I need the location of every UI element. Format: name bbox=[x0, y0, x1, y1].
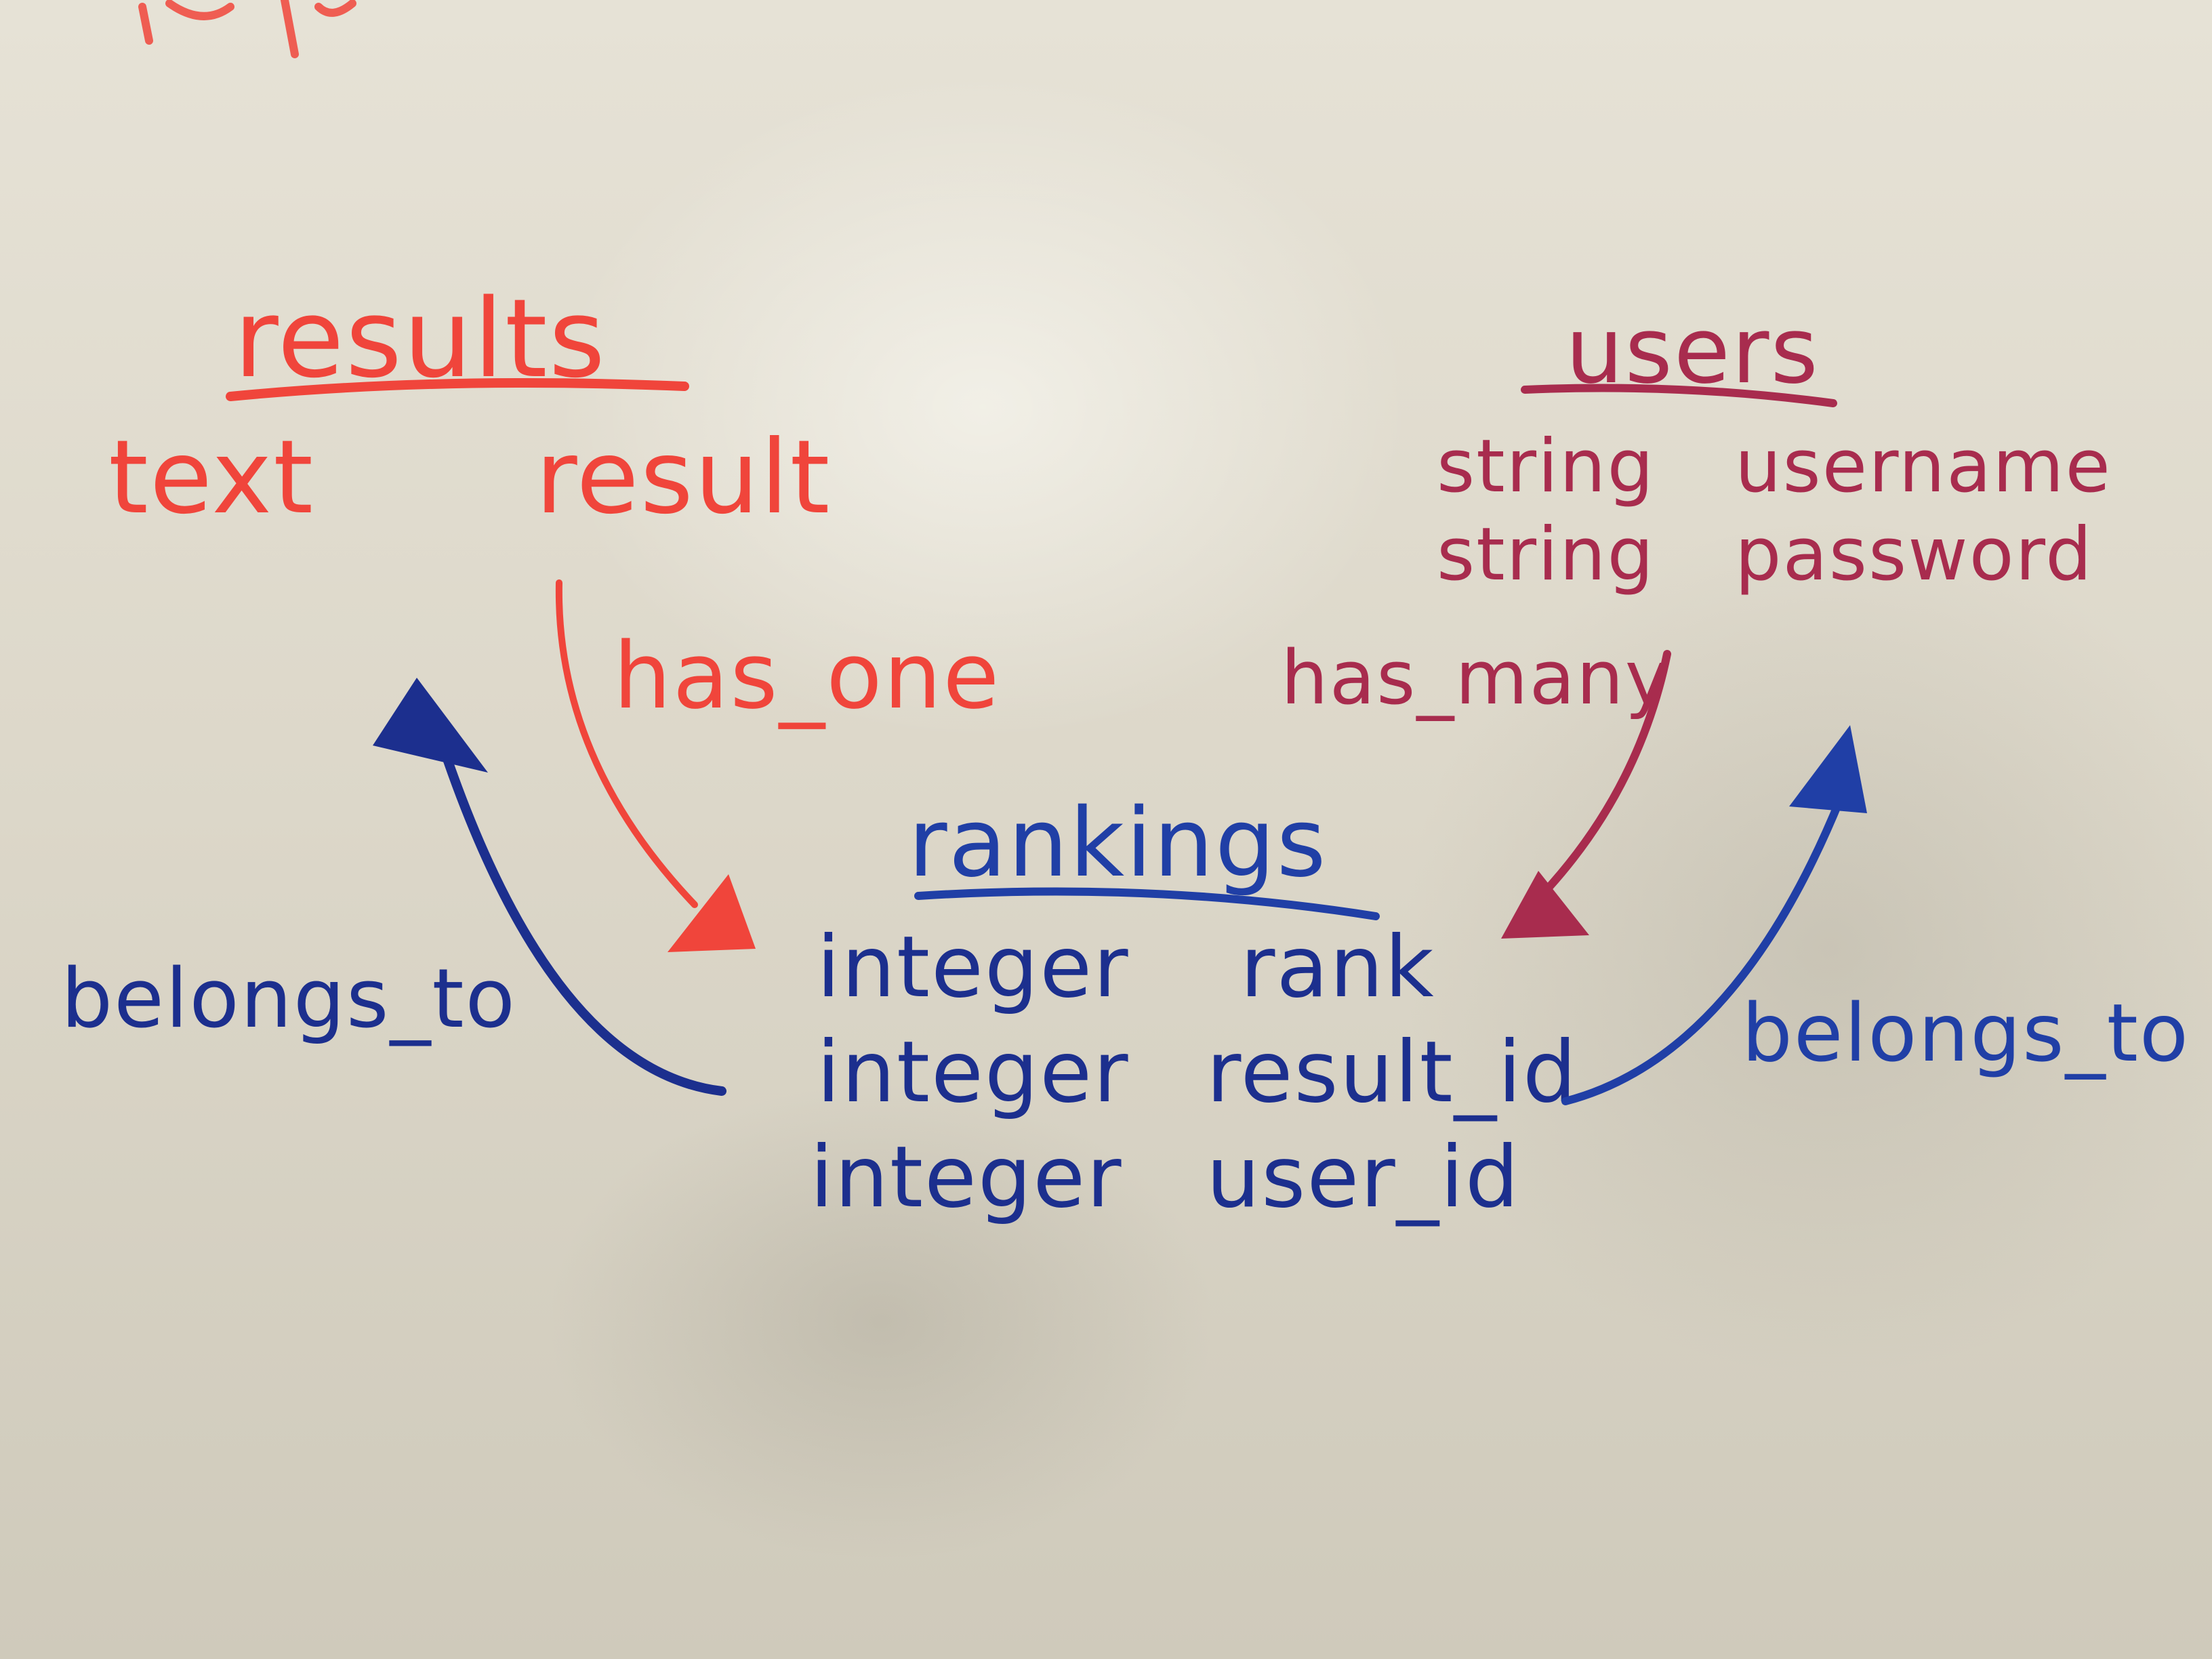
belongs-to-right-arrow-line bbox=[1561, 796, 1844, 1105]
has-one-arrow-line bbox=[555, 579, 698, 908]
rankings-title-underline bbox=[914, 887, 1380, 920]
users-field-name: password bbox=[1735, 512, 2093, 597]
has-one-label: has_one bbox=[613, 623, 1001, 729]
results-title-underline bbox=[226, 378, 689, 401]
has-many-arrowhead bbox=[1501, 871, 1589, 939]
users-field-name: username bbox=[1735, 424, 2112, 509]
rankings-field-name: user_id bbox=[1206, 1128, 1521, 1227]
has-one-arrowhead bbox=[668, 874, 756, 952]
results-table-title: results bbox=[234, 275, 607, 402]
results-column-text: text bbox=[108, 419, 315, 537]
users-field-type: string bbox=[1437, 424, 1656, 509]
top-scribble bbox=[138, 0, 356, 58]
belongs-to-left-label: belongs_to bbox=[61, 952, 516, 1046]
rankings-table-title: rankings bbox=[908, 788, 1328, 899]
rankings-field-name: rank bbox=[1240, 918, 1435, 1017]
belongs-to-right-arrowhead bbox=[1789, 725, 1867, 813]
has-many-arrow-line bbox=[1544, 650, 1671, 892]
belongs-to-left-arrowhead bbox=[373, 678, 488, 773]
rankings-field-type: integer bbox=[817, 1023, 1130, 1122]
rankings-field-type: integer bbox=[810, 1128, 1123, 1227]
belongs-to-left-arrow-line bbox=[443, 754, 726, 1096]
has-many-label: has_many bbox=[1281, 634, 1671, 721]
rankings-field-type: integer bbox=[817, 918, 1130, 1017]
rankings-field-name: result_id bbox=[1206, 1023, 1578, 1122]
users-title-underline bbox=[1521, 384, 1837, 407]
belongs-to-right-label: belongs_to bbox=[1742, 986, 2190, 1080]
users-field-type: string bbox=[1437, 512, 1656, 597]
results-column-result: result bbox=[535, 419, 832, 537]
users-table-title: users bbox=[1565, 298, 1820, 404]
